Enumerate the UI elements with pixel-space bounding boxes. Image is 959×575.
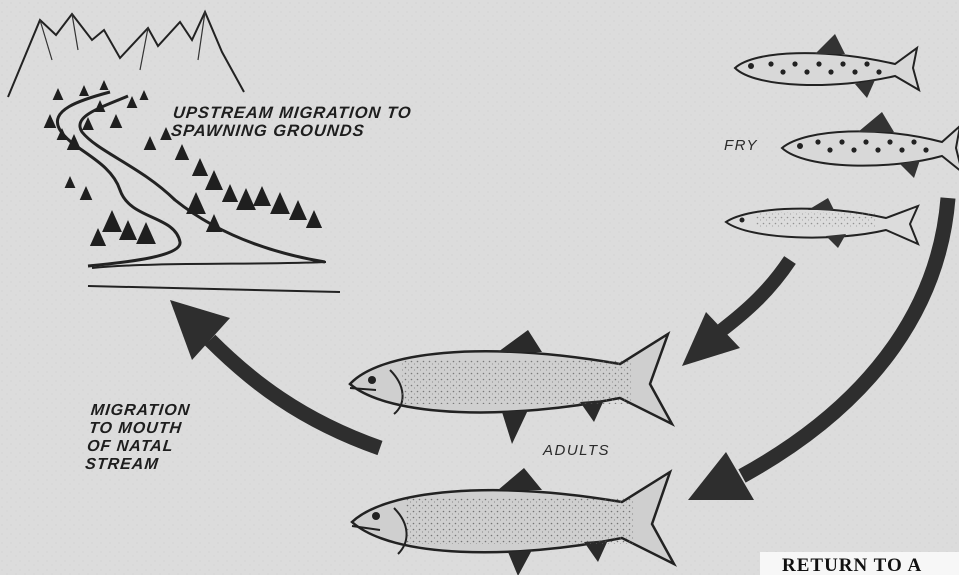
fry-spot [876, 69, 881, 74]
mouth-label-line-2: TO MOUTH [88, 420, 189, 438]
mouth-label-line-1: MIGRATION [90, 402, 191, 420]
fry-spot [863, 139, 868, 144]
fry-spot [923, 147, 928, 152]
mouth-label-line-4: STREAM [84, 456, 185, 474]
fry-label: FRY [724, 137, 758, 154]
fry-spot [899, 147, 904, 152]
fry-spot [911, 139, 916, 144]
fry-spot [839, 139, 844, 144]
fry-spot [804, 69, 809, 74]
fry-spot [828, 69, 833, 74]
fry-spot [840, 61, 845, 66]
fry-spot [851, 147, 856, 152]
mouth-migration-label: MIGRATION TO MOUTH OF NATAL STREAM [84, 402, 191, 474]
fry-spot [875, 147, 880, 152]
adults-label: ADULTS [543, 442, 610, 459]
fry-spot [852, 69, 857, 74]
fry-spot [864, 61, 869, 66]
fry-spot [827, 147, 832, 152]
mouth-label-line-3: OF NATAL [86, 438, 187, 456]
fry-spot [887, 139, 892, 144]
upstream-migration-label: UPSTREAM MIGRATION TO SPAWNING GROUNDS [170, 104, 412, 141]
fry-spot [768, 61, 773, 66]
fry-spot [792, 61, 797, 66]
fry-spot [815, 139, 820, 144]
fry-spot [780, 69, 785, 74]
return-link[interactable]: RETURN TO A [760, 552, 959, 575]
upstream-label-line-1: UPSTREAM MIGRATION TO [172, 104, 413, 122]
upstream-label-line-2: SPAWNING GROUNDS [170, 122, 411, 140]
fry-spot [816, 61, 821, 66]
